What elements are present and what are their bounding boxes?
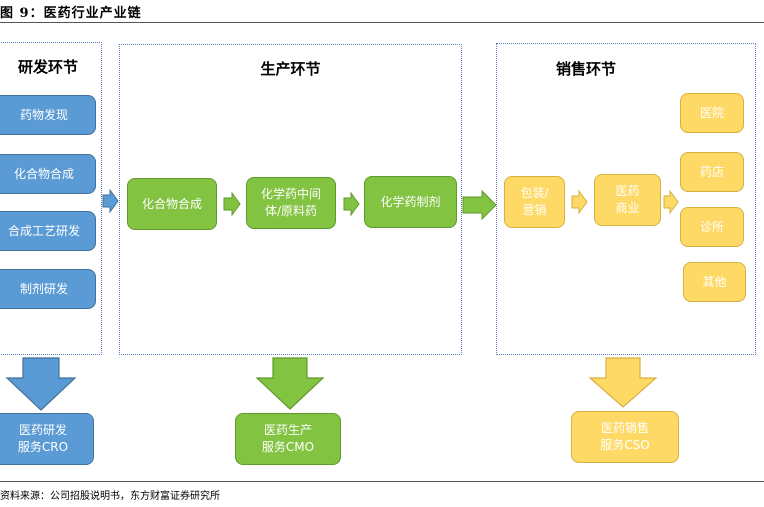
sales-panel	[496, 43, 756, 355]
rd-item-formulation-rd: 制剂研发	[0, 269, 96, 309]
arrow-down-cro	[5, 357, 77, 411]
arrow-production-2-3	[343, 191, 360, 217]
production-item-formulation: 化学药制剂	[364, 176, 457, 228]
production-item-intermediates-api: 化学药中间 体/原料药	[246, 177, 336, 229]
production-heading: 生产环节	[260, 60, 321, 78]
arrow-rd-to-production	[102, 188, 119, 214]
rd-heading: 研发环节	[17, 58, 78, 76]
rd-item-drug-discovery: 药物发现	[0, 95, 96, 135]
outlet-hospital: 医院	[680, 93, 744, 133]
bottom-rule	[0, 481, 764, 482]
arrow-production-to-sales	[462, 189, 497, 221]
sales-item-packaging-marketing: 包装/ 营销	[504, 176, 565, 228]
outlet-pharmacy: 药店	[680, 152, 744, 192]
production-panel	[119, 44, 462, 355]
top-rule	[0, 22, 764, 23]
cso-service-box: 医药销售 服务CSO	[571, 411, 679, 463]
arrow-sales-to-outlets	[663, 189, 679, 215]
cro-service-box: 医药研发 服务CRO	[0, 413, 94, 465]
rd-item-process-rd: 合成工艺研发	[0, 211, 96, 251]
arrow-sales-1-2	[571, 189, 588, 215]
outlet-clinic: 诊所	[680, 207, 744, 247]
figure-title: 图 9：医药行业产业链	[0, 6, 142, 21]
arrow-down-cso	[588, 357, 658, 408]
sales-item-distribution: 医药 商业	[594, 174, 661, 226]
arrow-down-cmo	[255, 357, 325, 410]
rd-item-compound-synthesis: 化合物合成	[0, 154, 96, 194]
rd-panel	[0, 42, 102, 355]
outlet-other: 其他	[683, 262, 746, 302]
source-note: 资料来源：公司招股说明书，东方财富证券研究所	[0, 491, 220, 502]
production-item-compound-synthesis: 化合物合成	[127, 178, 217, 230]
arrow-production-1-2	[223, 191, 241, 217]
cmo-service-box: 医药生产 服务CMO	[235, 413, 341, 465]
sales-heading: 销售环节	[555, 60, 616, 78]
